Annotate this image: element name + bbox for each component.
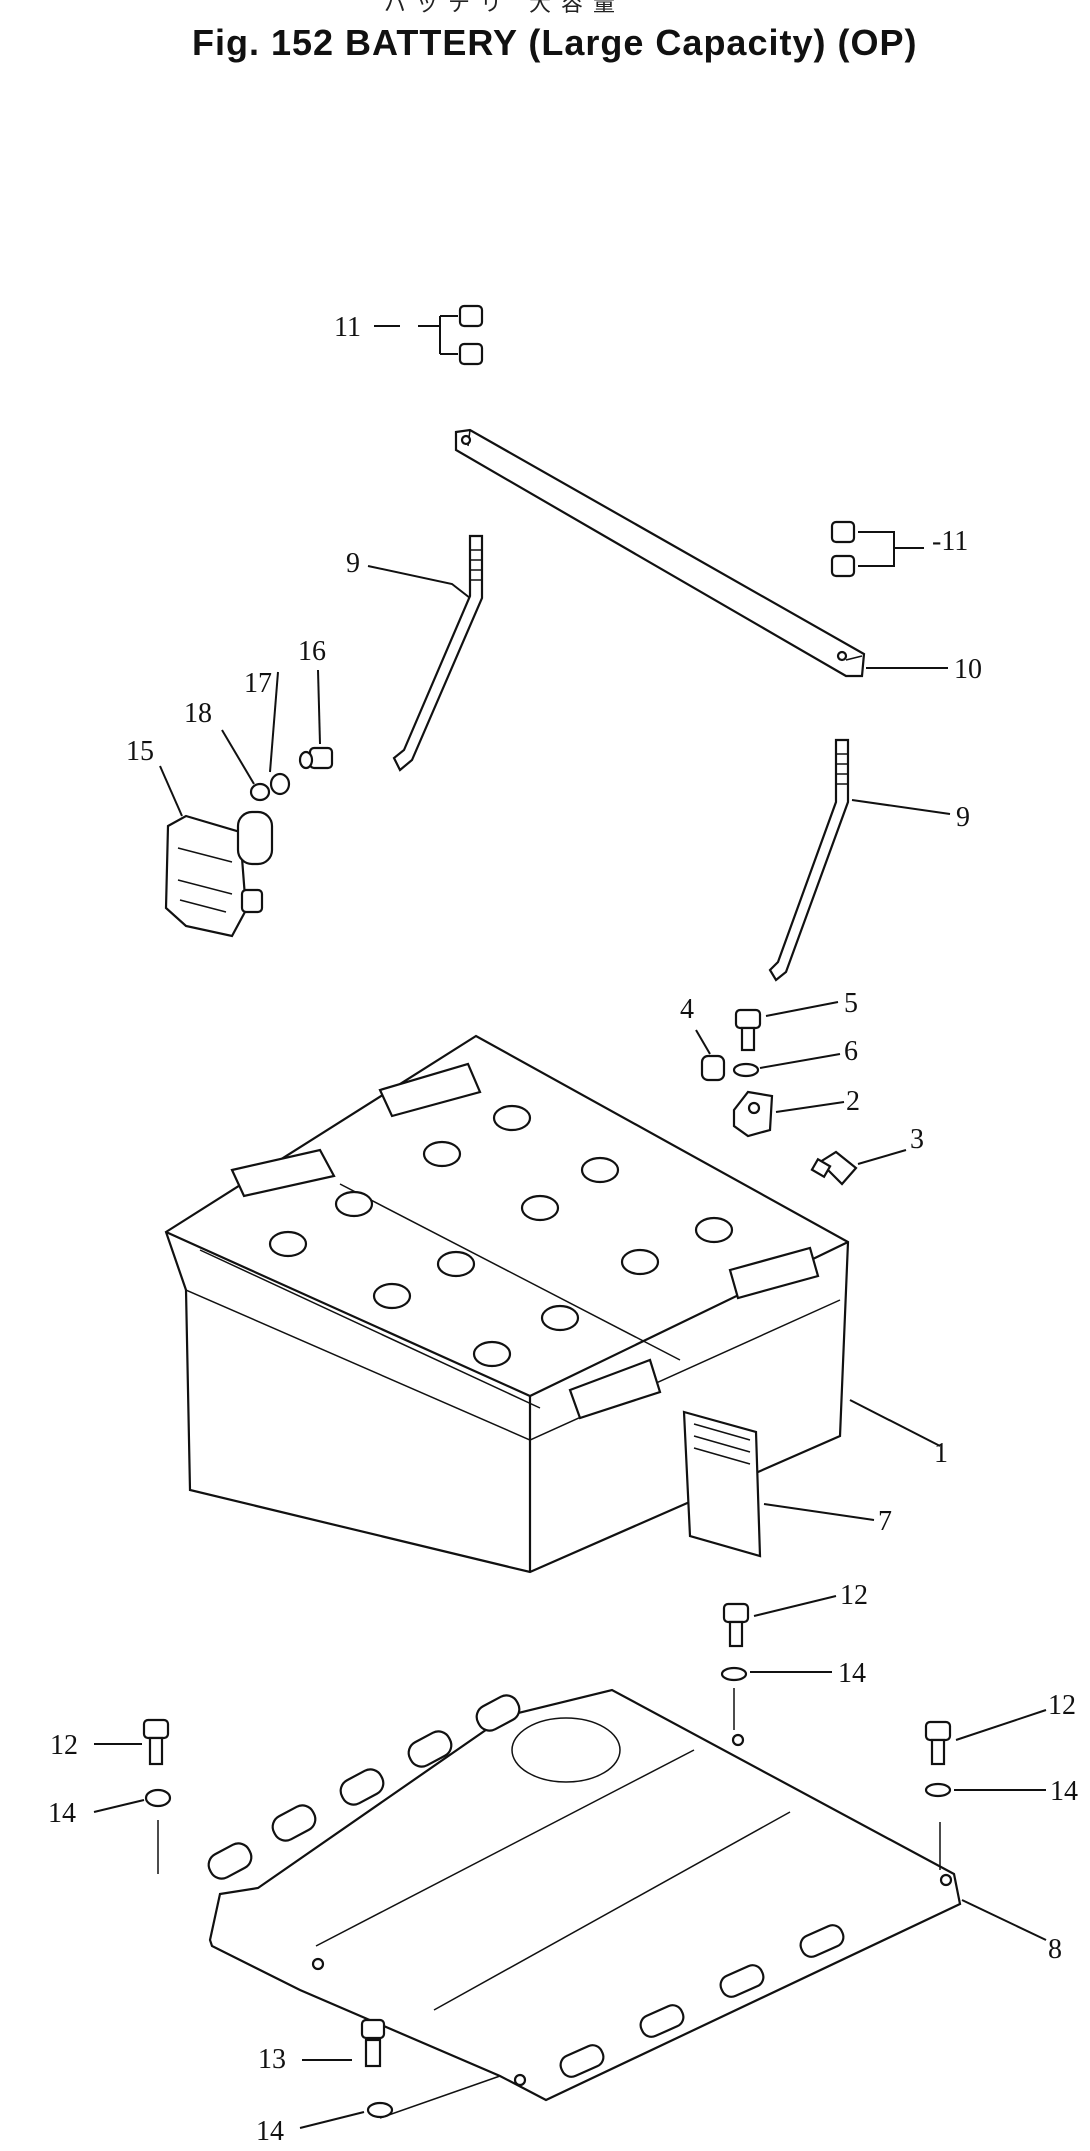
callout-17: 17	[244, 668, 272, 699]
nut-16	[298, 746, 334, 770]
hold-down-bar-10	[454, 428, 866, 678]
callout-5: 5	[844, 988, 858, 1019]
callout-9-right: 9	[956, 802, 970, 833]
callout-18: 18	[184, 698, 212, 729]
washer-14-left	[144, 1788, 172, 1808]
washer-17	[269, 772, 291, 796]
figure-header: バッテリ 大容量 Fig. 152 BATTERY (Large Capacit…	[0, 0, 1090, 80]
callout-14-right: 14	[1050, 1776, 1078, 1807]
battery-1	[164, 1034, 850, 1574]
bolt-13	[360, 2018, 386, 2068]
callout-13: 13	[258, 2044, 286, 2075]
bolt-12-left	[142, 1718, 170, 1766]
washer-14-right	[924, 1782, 952, 1798]
callout-11-right: -11	[932, 526, 968, 557]
bolt-3	[810, 1150, 858, 1186]
washer-14-center	[720, 1666, 748, 1682]
terminal-clamp-2	[732, 1090, 774, 1138]
callout-11-top-left: 11	[334, 312, 361, 343]
callout-3: 3	[910, 1124, 924, 1155]
callout-15: 15	[126, 736, 154, 767]
callout-14-center: 14	[838, 1658, 866, 1689]
bolt-12-right	[924, 1720, 952, 1766]
callout-8: 8	[1048, 1934, 1062, 1965]
callout-12-center: 12	[840, 1580, 868, 1611]
washer-14-bottom	[366, 2101, 394, 2119]
nut-11-right	[830, 520, 924, 578]
callout-16: 16	[298, 636, 326, 667]
callout-7: 7	[878, 1506, 892, 1537]
rod-9-left	[392, 534, 484, 772]
battery-relay-15	[164, 810, 274, 938]
nut-11-top-left	[418, 304, 484, 366]
bolt-12-center	[722, 1602, 750, 1648]
callout-12-left: 12	[50, 1730, 78, 1761]
washer-6	[732, 1062, 760, 1078]
bolt-5	[734, 1008, 762, 1052]
callout-14-left: 14	[48, 1798, 76, 1829]
callout-12-right: 12	[1048, 1690, 1076, 1721]
callout-10: 10	[954, 654, 982, 685]
washer-18	[249, 782, 271, 802]
callout-2: 2	[846, 1086, 860, 1117]
nut-4	[700, 1054, 726, 1082]
figure-title: Fig. 152 BATTERY (Large Capacity) (OP)	[192, 22, 918, 63]
battery-tray-8	[157, 1688, 962, 2102]
rod-9-right	[768, 738, 850, 982]
terminal-cover-7	[682, 1410, 762, 1558]
callout-6: 6	[844, 1036, 858, 1067]
callout-9-left: 9	[346, 548, 360, 579]
japanese-title: バッテリ 大容量	[384, 0, 625, 17]
callout-4: 4	[680, 994, 694, 1025]
callout-14-bottom: 14	[256, 2116, 284, 2147]
callout-1: 1	[934, 1438, 948, 1469]
